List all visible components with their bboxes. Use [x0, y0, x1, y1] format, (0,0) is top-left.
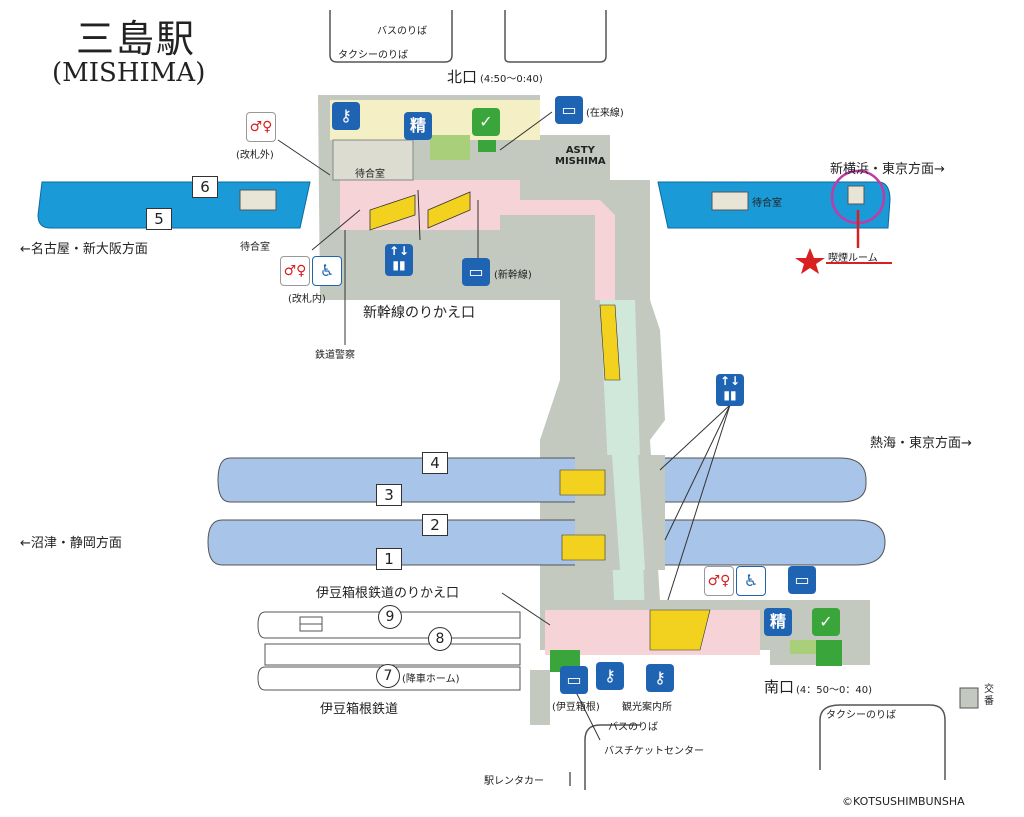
north-bus-stop-label: バスのりば — [377, 26, 427, 37]
accessible-icon-north: ♿ — [312, 256, 342, 286]
midori-window-icon-south: ✓ — [812, 608, 840, 636]
escalator-platform-1 — [561, 534, 606, 561]
coin-locker-icon-south-1: ⚷ — [596, 662, 624, 690]
conventional-platform-3-4 — [217, 457, 867, 503]
page-subtitle: (MISHIMA) — [52, 58, 206, 88]
conventional-west-direction: ←沼津・静岡方面 — [20, 536, 122, 551]
platform-5-number: 5 — [146, 208, 172, 230]
conventional-east-direction: 熱海・東京方面→ — [870, 436, 972, 451]
platform-6-number: 6 — [192, 176, 218, 198]
north-waiting-room — [332, 139, 414, 181]
platform-4-number: 4 — [422, 452, 448, 474]
restroom-icon-outside: ♂♀ — [246, 112, 276, 142]
page-title: 三島駅 — [76, 17, 197, 61]
copyright: ©KOTSUSHIMBUNSHA — [842, 795, 965, 808]
smoking-room-box — [847, 185, 865, 205]
south-bus-area — [584, 724, 640, 790]
izuhakone-ticket-label: (伊豆箱根) — [552, 702, 600, 713]
zairaisen-ticket-pointer — [499, 111, 553, 151]
north-ticket-area — [430, 135, 470, 160]
south-ticket-area — [790, 640, 816, 654]
conventional-platform-1-2 — [207, 519, 886, 566]
midori-window-icon-north: ✓ — [472, 108, 500, 136]
koban-building — [959, 687, 979, 709]
rent-a-car-label: 駅レンタカー — [484, 776, 544, 787]
waiting-room-east-label: 待合室 — [752, 198, 782, 209]
asty-mishima-label: ASTY MISHIMA — [555, 145, 606, 167]
shinkansen-transfer-label: 新幹線のりかえ口 — [363, 305, 475, 321]
waiting-room-west-label: 待合室 — [240, 242, 270, 253]
platform-8-number: 8 — [428, 627, 452, 651]
escalator-bridge — [599, 304, 621, 381]
izuhakone-transfer-label: 伊豆箱根鉄道のりかえ口 — [316, 586, 460, 601]
ticket-machine-icon-south: ▭ — [788, 566, 816, 594]
smoking-room-label: 喫煙ルーム — [828, 253, 878, 264]
south-exit-label: 南口 — [764, 678, 795, 696]
escalator-north-1 — [369, 194, 416, 231]
koban-label: 交番 — [984, 684, 994, 707]
accessible-icon-south: ♿ — [736, 566, 766, 596]
platform-7-note: (降車ホーム) — [402, 674, 460, 685]
smoking-star-icon — [795, 248, 825, 274]
north-exit-label: 北口 — [447, 68, 478, 86]
north-exit-hours: (4:50〜0:40) — [480, 74, 543, 85]
zairaisen-ticket-label: (在来線) — [586, 108, 624, 119]
elevator-icon-south: ↑↓▮▮ — [716, 374, 744, 406]
shinkansen-west-direction: ←名古屋・新大阪方面 — [20, 242, 148, 257]
platform-3-number: 3 — [376, 484, 402, 506]
escalator-north-2 — [427, 191, 471, 229]
north-waiting-room-label: 待合室 — [355, 169, 385, 180]
waiting-room-box-east — [711, 191, 749, 211]
elevator-icon-north: ↑↓▮▮ — [385, 244, 413, 276]
elevator-pointer-2 — [664, 404, 731, 541]
platform-1-number: 1 — [376, 548, 402, 570]
bus-ticket-center-label: バスチケットセンター — [604, 746, 704, 757]
ticket-machine-icon-shinkansen: ▭ — [462, 258, 490, 286]
north-yellow-area — [330, 100, 540, 140]
restroom-icon-inside: ♂♀ — [280, 256, 310, 286]
north-bus-area — [329, 10, 453, 63]
restroom-inside-pointer — [311, 209, 361, 251]
platform-9-number: 9 — [378, 605, 402, 629]
seisan-icon-south: 精 — [764, 608, 792, 636]
coin-locker-icon-north: ⚷ — [332, 102, 360, 130]
restroom-inside-label: (改札内) — [288, 294, 326, 305]
south-green-window — [816, 640, 842, 666]
izuhakone-transfer-pointer — [501, 592, 551, 626]
south-bus-stop-label: バスのりば — [608, 722, 658, 733]
south-taxi-stop-label: タクシーのりば — [826, 710, 896, 721]
tourist-info-label: 観光案内所 — [622, 702, 672, 713]
izuhakone-station-building — [530, 670, 550, 725]
restroom-outside-label: (改札外) — [236, 150, 274, 161]
south-taxi-area — [819, 704, 946, 780]
north-green-window — [478, 140, 496, 152]
police-label: 鉄道警察 — [315, 350, 355, 361]
bus-ticket-pointer — [574, 689, 601, 741]
elevator-pointer-1 — [659, 404, 731, 471]
coin-locker-icon-south-2: ⚷ — [646, 664, 674, 692]
waiting-room-box-west — [239, 189, 277, 211]
platform-bridge-walkway — [612, 455, 645, 570]
escalator-south — [649, 609, 711, 651]
north-taxi-stop-label: タクシーのりば — [338, 50, 408, 61]
seisan-icon-north: 精 — [404, 112, 432, 140]
platform-7-number: 7 — [376, 664, 400, 688]
restroom-icon-south: ♂♀ — [704, 566, 734, 596]
elevator-north-pointer — [417, 189, 421, 241]
izuhakone-platform-8 — [264, 643, 521, 666]
restroom-outside-pointer — [277, 139, 331, 176]
ticket-machine-icon-izuhakone: ▭ — [560, 666, 588, 694]
south-exit-hours: (4：50〜0：40) — [796, 685, 872, 696]
shinkansen-east-direction: 新横浜・東京方面→ — [830, 162, 945, 177]
north-taxi-area — [504, 10, 607, 63]
izuhakone-line-label: 伊豆箱根鉄道 — [320, 702, 399, 717]
ticket-machine-icon-zairaisen: ▭ — [555, 96, 583, 124]
elevator-pointer-3 — [659, 404, 731, 626]
escalator-platform-3 — [559, 469, 606, 496]
shinkansen-ticket-label: (新幹線) — [494, 270, 532, 281]
platform-2-number: 2 — [422, 514, 448, 536]
